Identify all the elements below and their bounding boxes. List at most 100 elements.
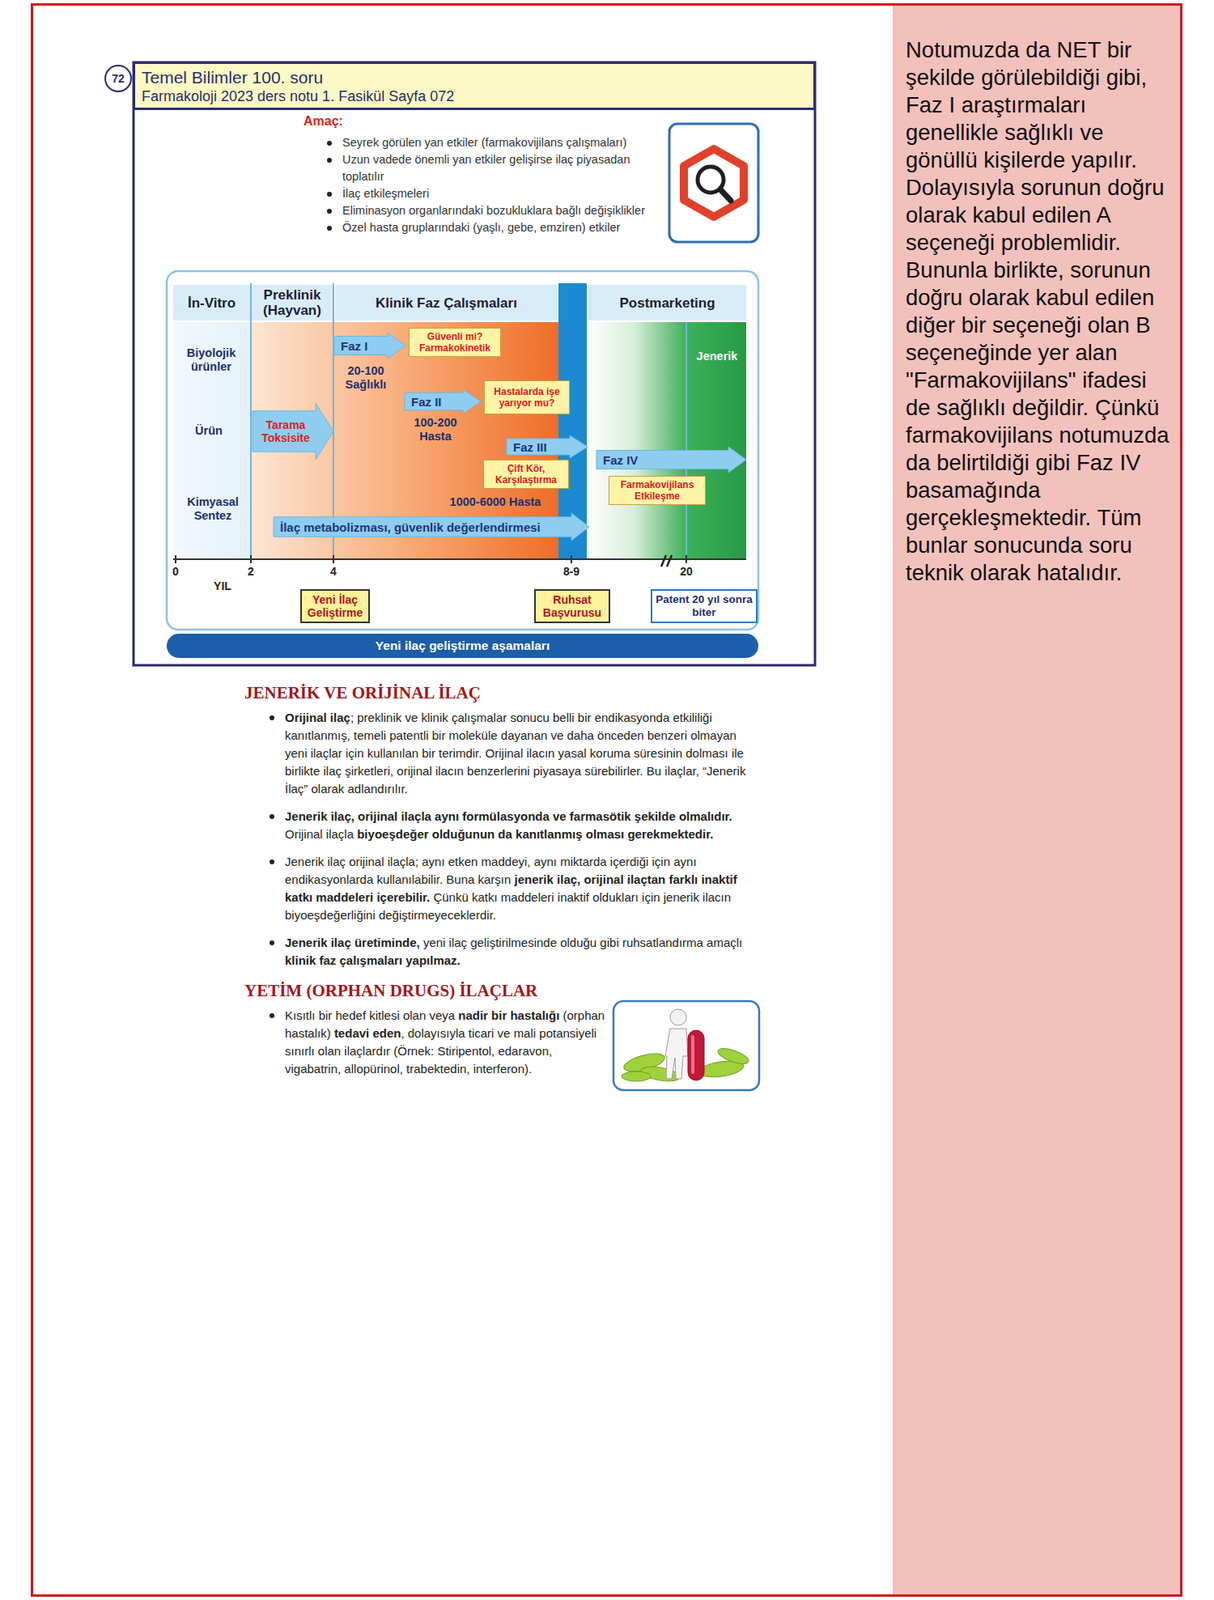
note-box: Farmakovijilans Etkileşme (608, 475, 706, 506)
node-text: İn-Vitro (187, 295, 236, 311)
node-text: Farmakovijilans Etkileşme (612, 479, 702, 502)
year-tick: 2 (234, 564, 268, 579)
heading-line: JENERİK VE ORİJİNAL İLAÇ (244, 681, 761, 705)
node-text: Güvenli mi? Farmakokinetik (412, 331, 497, 354)
year-tick: 8-9 (551, 564, 592, 579)
note-panel: Notumuzda da NET bir şekilde görülebildi… (892, 5, 1181, 1595)
stage-arrow: Faz III (506, 435, 588, 459)
column-header: Postmarketing (588, 284, 747, 321)
bullet-dot (326, 157, 332, 163)
bullet-item: Orijinal ilaç; preklinik ve klinik çalış… (284, 708, 761, 799)
question-box: Hastalarda işe yarıyor mu? (483, 380, 570, 415)
diagram-panel (166, 271, 759, 630)
year-tick: 20 (670, 564, 703, 579)
bold-term: Jenerik ilaç, orijinal ilaçla aynı formü… (284, 809, 733, 824)
node-text: Yeni ilaç geliştirme aşamaları (375, 638, 550, 654)
orphan-drug-illustration (611, 999, 761, 1092)
node-text: Preklinik (Hayvan) (254, 287, 330, 319)
bullet-item: Eliminasyon organlarındaki bozukluklara … (342, 202, 665, 220)
section-heading: JENERİK VE ORİJİNAL İLAÇ (244, 683, 481, 703)
bullet-item: Jenerik ilaç orijinal ilaçla; aynı etken… (284, 853, 761, 925)
bold-term: klinik faz çalışmaları yapılmaz. (284, 953, 461, 968)
bullet-dot (269, 859, 275, 865)
figure-frame (133, 62, 815, 666)
note-box: Çift Kör, Karşılaştırma (483, 459, 569, 489)
bullet-dot (269, 940, 275, 946)
bullet-item: Uzun vadede önemli yan etkiler gelişirse… (342, 151, 665, 186)
bold-term: Jenerik ilaç üretiminde, (284, 935, 421, 950)
bullet-dot (326, 140, 332, 146)
time-axis (173, 555, 747, 564)
arrow-outline (252, 403, 334, 460)
node-text: Faz III (513, 440, 548, 455)
column-header: Klinik Faz Çalışmaları (335, 284, 558, 321)
aim-heading: Amaç: (303, 114, 369, 128)
bold-term: tedavi eden (334, 1026, 402, 1040)
node-text: Hastalarda işe yarıyor mu? (488, 386, 566, 409)
text-column: JENERİK VE ORİJİNAL İLAÇOrijinal ilaç; p… (284, 681, 761, 1088)
row-label: Kimyasal Sentez (180, 495, 246, 523)
phase-label: Jenerik (684, 349, 750, 364)
page-frame (32, 4, 1182, 1597)
bullet-dot (269, 715, 275, 721)
aim-item: Seyrek görülen yan etkiler (farmakovijil… (342, 135, 627, 149)
node-text: Farmakoloji 2023 ders notu 1. Fasikül Sa… (141, 87, 455, 106)
bullet-dot (269, 814, 275, 820)
node-text: Temel Bilimler 100. soru (141, 67, 323, 88)
count-label: 1000-6000 Hasta (414, 495, 577, 510)
aim-item: Eliminasyon organlarındaki bozukluklara … (342, 203, 646, 217)
section-heading: YETİM (ORPHAN DRUGS) İLAÇLAR (244, 980, 538, 1001)
bullet-dot (326, 208, 332, 214)
node-text: Postmarketing (619, 295, 715, 311)
invitro-band (173, 322, 251, 559)
aim-list: Seyrek görülen yan etkiler (farmakovijil… (342, 134, 665, 237)
milestone-box: Patent 20 yıl sonra biter (650, 589, 758, 624)
bullet-item: Seyrek görülen yan etkiler (farmakovijil… (342, 134, 665, 152)
count-label: 20-100 Sağlıklı (337, 364, 395, 392)
node-text: Çift Kör, Karşılaştırma (487, 462, 565, 486)
paragraph-text: Orijinal ilaçla (284, 827, 354, 841)
node-text: 72 (111, 72, 125, 85)
stage-arrow: Tarama Toksisite (252, 403, 334, 460)
aim-item: Uzun vadede önemli yan etkiler gelişirse… (342, 152, 630, 183)
paragraph-text: , dolayısıyla ticari ve mali potansiyeli… (284, 1026, 597, 1076)
bullet-dot (326, 225, 332, 231)
bullet-item: Özel hasta gruplarındaki (yaşlı, gebe, e… (342, 219, 665, 237)
axis-break (661, 555, 672, 567)
column-header: Preklinik (Hayvan) (251, 284, 333, 321)
arrow-outline (596, 446, 747, 473)
bullet-item: Jenerik ilaç üretiminde, yeni ilaç geliş… (284, 933, 761, 970)
column-header: İn-Vitro (173, 284, 251, 321)
year-lines (250, 283, 687, 559)
question-box: Güvenli mi? Farmakokinetik (408, 327, 501, 357)
stage-arrow: Faz IV (596, 446, 747, 473)
bold-term: nadir bir hastalığı (458, 1008, 560, 1023)
node-text: Klinik Faz Çalışmaları (375, 295, 518, 311)
bullet-item: İlaç etkileşmeleri (342, 185, 665, 203)
row-label: Biyolojik ürünler (178, 346, 244, 374)
year-tick: 0 (159, 564, 192, 579)
bullet-dot (326, 191, 332, 197)
node-text: İlaç metabolizması, güvenlik değerlendir… (280, 520, 541, 535)
paragraph-text: ; preklinik ve klinik çalışmalar sonucu … (284, 710, 746, 796)
search-icon (667, 122, 760, 244)
stage-arrow: Faz I (334, 332, 406, 359)
row-label: Ürün (176, 424, 242, 438)
bullet-item: Kısıtlı bir hedef kitlesi olan veya nadi… (284, 1006, 609, 1079)
node-text: Faz IV (602, 453, 638, 467)
node-text: Yeni İlaç Geliştirme (305, 593, 366, 620)
paragraph-text: Kısıtlı bir hedef kitlesi olan veya (284, 1008, 455, 1023)
arrow-outline (506, 435, 588, 459)
arrow-outline (273, 513, 590, 541)
node-text: Tarama Toksisite (258, 418, 313, 445)
milestone-box: Yeni İlaç Geliştirme (300, 589, 370, 624)
page-number: 72 (104, 64, 132, 93)
count-label: 100-200 Hasta (407, 415, 464, 444)
caption-bar: Yeni ilaç geliştirme aşamaları (166, 633, 759, 658)
arrow-outline (404, 389, 481, 414)
node-text: Ruhsat Başvurusu (539, 593, 606, 620)
year-tick: 4 (317, 564, 350, 579)
node-text: Faz II (411, 394, 442, 409)
arrow-outline (334, 332, 406, 359)
aim-item: İlaç etkileşmeleri (342, 186, 429, 200)
